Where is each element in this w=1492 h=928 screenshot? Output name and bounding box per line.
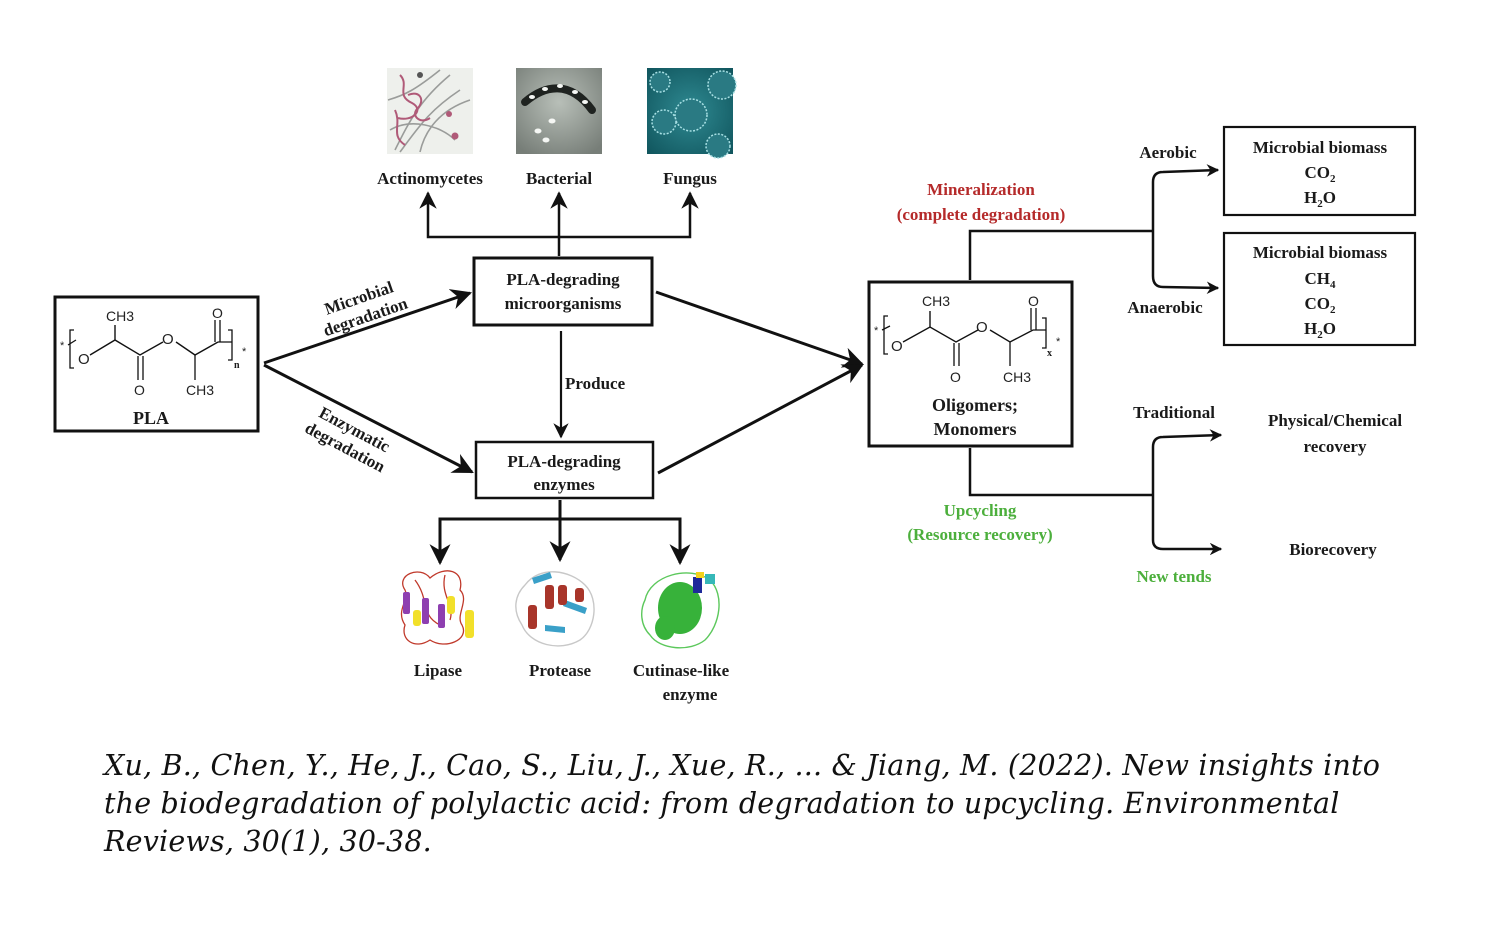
actinomycetes-label: Actinomycetes	[377, 169, 483, 188]
citation: Xu, B., Chen, Y., He, J., Cao, S., Liu, …	[104, 749, 1381, 858]
enzymatic-degradation-label: Enzymatic degradation	[302, 403, 394, 476]
svg-text:n: n	[234, 360, 240, 371]
traditional-label: Traditional	[1133, 403, 1215, 422]
svg-text:O: O	[976, 319, 988, 336]
oligomer-structure: * O CH3 O O CH3 O x *	[874, 293, 1061, 385]
svg-text:Microbial biomass: Microbial biomass	[1253, 243, 1388, 262]
upcycling-sublabel: (Resource recovery)	[907, 525, 1052, 544]
mineralization-connector	[968, 164, 1220, 295]
svg-text:O: O	[134, 382, 145, 398]
microbial-degradation-arrow	[263, 289, 472, 365]
lipase-protein-structure	[400, 570, 474, 645]
cutinase-protein-structure	[641, 572, 720, 649]
h2o-formula: H2O	[1304, 188, 1336, 210]
cutinase-label: Cutinase-like	[633, 661, 730, 680]
svg-text:O: O	[78, 351, 90, 368]
microorganisms-to-oligomers-arrow	[655, 290, 864, 368]
svg-text:CH3: CH3	[106, 308, 134, 324]
mineralization-sublabel: (complete degradation)	[897, 205, 1066, 224]
aerobic-products-box: Microbial biomass CO2 H2O	[1222, 125, 1417, 217]
physical-chemical-recovery-label-line2: recovery	[1304, 437, 1367, 456]
svg-text:CH3: CH3	[186, 382, 214, 398]
svg-text:O: O	[1028, 293, 1039, 309]
svg-text:PLA-degrading: PLA-degrading	[507, 452, 621, 471]
svg-text:CH3: CH3	[922, 293, 950, 309]
fungus-label: Fungus	[663, 169, 717, 188]
svg-text:*: *	[242, 346, 247, 358]
aerobic-label: Aerobic	[1139, 143, 1197, 162]
upcycling-connector	[968, 429, 1223, 556]
svg-text:Microbial biomass: Microbial biomass	[1253, 138, 1388, 157]
svg-text:PLA-degrading: PLA-degrading	[506, 270, 620, 289]
bacteria-image	[516, 68, 602, 154]
anaerobic-label: Anaerobic	[1127, 298, 1203, 317]
pla-label: PLA	[133, 408, 169, 428]
lipase-label: Lipase	[414, 661, 463, 680]
enzymes-box: PLA-degrading enzymes	[474, 440, 655, 500]
cutinase-label-line2: enzyme	[663, 685, 718, 704]
mineralization-label: Mineralization	[927, 180, 1035, 199]
oligomers-box: * O CH3 O O CH3 O x * Oligomers; Monomer…	[867, 280, 1074, 448]
protease-label: Protease	[529, 661, 591, 680]
upcycling-label: Upcycling	[944, 501, 1017, 520]
svg-text:x: x	[1047, 348, 1052, 359]
svg-text:O: O	[950, 369, 961, 385]
svg-text:O: O	[212, 305, 223, 321]
svg-text:O: O	[162, 331, 174, 348]
svg-text:*: *	[60, 340, 65, 352]
microorganisms-box: PLA-degrading microorganisms	[472, 256, 654, 327]
produce-label: Produce	[565, 374, 626, 393]
svg-text:microorganisms: microorganisms	[505, 294, 622, 313]
svg-text:Monomers: Monomers	[934, 419, 1017, 439]
new-tends-label: New tends	[1136, 567, 1211, 586]
h2o-formula: H2O	[1304, 319, 1336, 341]
fungus-image	[647, 68, 737, 159]
svg-text:enzymes: enzymes	[533, 475, 595, 494]
enzymes-branch-arrows	[429, 500, 691, 566]
svg-text:Oligomers;: Oligomers;	[932, 395, 1018, 415]
co2-formula: CO2	[1305, 294, 1337, 316]
anaerobic-products-box: Microbial biomass CH4 CO2 H2O	[1222, 231, 1417, 347]
co2-formula: CO2	[1305, 163, 1337, 185]
bacterial-label: Bacterial	[526, 169, 592, 188]
physical-chemical-recovery-label: Physical/Chemical	[1268, 411, 1402, 430]
enzymes-to-oligomers-arrow	[657, 363, 864, 475]
enzymatic-degradation-arrow	[263, 363, 474, 474]
pla-box: * O CH3 O O CH3 O n * PLA	[53, 295, 260, 433]
pla-structure: * O CH3 O O CH3 O n *	[60, 305, 247, 398]
actinomycetes-image	[387, 68, 473, 154]
svg-text:CH3: CH3	[1003, 369, 1031, 385]
microbes-branch-arrows	[419, 191, 699, 256]
svg-text:*: *	[874, 325, 879, 337]
ch4-formula: CH4	[1305, 269, 1337, 291]
svg-text:*: *	[1056, 336, 1061, 348]
biorecovery-label: Biorecovery	[1289, 540, 1377, 559]
svg-text:O: O	[891, 338, 903, 355]
protease-protein-structure	[515, 571, 595, 647]
